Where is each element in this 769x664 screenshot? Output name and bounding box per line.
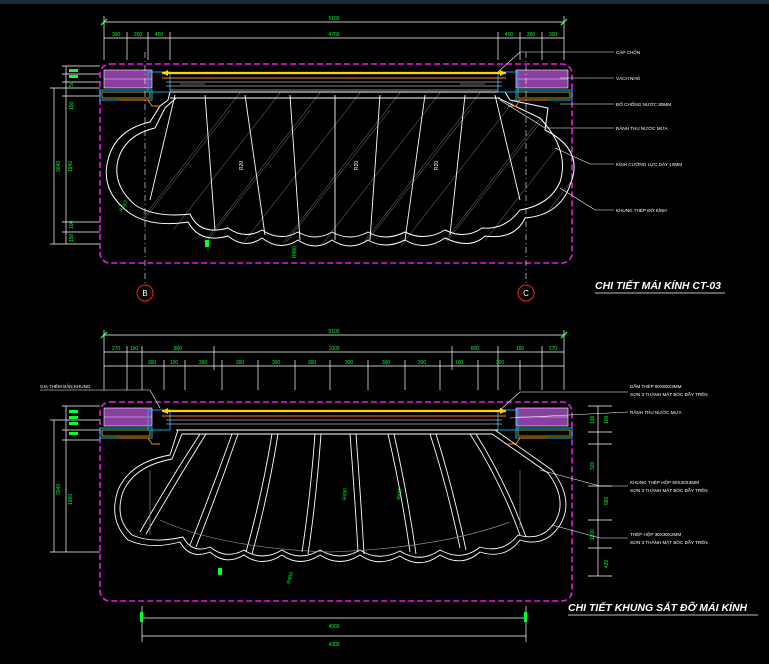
d2-dim-a5: 150	[516, 346, 525, 352]
d1-radius-label-1: R457	[119, 199, 130, 213]
detail2-drawing: 5100 270 150 800 1000 800 150 270 300 10…	[40, 329, 758, 648]
d2-arc-label-b: R450	[342, 488, 348, 500]
detail2-frame-inner	[119, 433, 561, 558]
d2-v-total: 3040	[56, 484, 62, 495]
d2-dim-b9: 300	[418, 360, 427, 366]
detail1-drawing: 5100 300 200 400 4700 400 200 300 50 150	[50, 16, 725, 302]
d2-dim-a4: 800	[471, 346, 480, 352]
d2-r5: 1100	[590, 529, 596, 540]
detail1-right-wall-block	[497, 69, 573, 107]
grid-label-c: C	[523, 289, 529, 298]
detail2-left-dims: 3040 1960	[50, 405, 100, 553]
d2-bottom-2: 4300	[328, 642, 339, 648]
grid-bubble-c	[517, 284, 535, 302]
detail2-left-wall-block	[99, 407, 171, 445]
d1-ann-5: KÍNH CƯỜNG LỰC DÀY 10MM	[616, 161, 682, 167]
d2-ann-r4b: SƠN 3 THÀNH MẶT BÓC ĐẦY TRÊN	[630, 538, 708, 545]
d1-glass-label-a: R20	[239, 161, 245, 170]
d2-total-dim: 5100	[328, 329, 339, 335]
detail2-bottom-dims: 4000 4300	[140, 606, 527, 648]
detail2-ribs	[139, 433, 527, 555]
d2-ann-r3b: SƠN 3 THÀNH MẶT BÓC ĐẦY TRÊN	[630, 486, 708, 493]
d2-v-main: 1960	[68, 494, 74, 505]
d2-dim-b4: 300	[236, 360, 245, 366]
d2-dim-a1: 270	[112, 346, 121, 352]
detail1-scallop-inner	[116, 97, 563, 238]
detail1-top-dims: 5100 300 200 400 4700 400 200 300	[100, 16, 568, 60]
d2-ann-r3a: KHUNG THÉP HỘP 60X30X3MM	[630, 479, 699, 485]
d2-ann-r4a: THÉP HỘP 30X30X2MM	[630, 531, 681, 537]
d1-radius-label-2: R460	[292, 246, 298, 258]
d1-v2: 150	[69, 101, 75, 110]
detail1-boundary	[99, 63, 573, 264]
d2-r3: 320	[590, 461, 596, 470]
d1-v-total: 3040	[56, 161, 62, 172]
d1-ann-3: ĐỒ CHỐNG NƯỚC 80MM	[616, 101, 671, 107]
d2-ann-left: GIA THÊM BẢN KHUNG	[40, 382, 91, 389]
detail2-leaders	[40, 389, 629, 539]
detail2-top-rail	[162, 408, 506, 425]
detail1-radial-frame	[149, 94, 521, 241]
grid-label-b: B	[142, 289, 147, 298]
d1-dim-main: 4700	[328, 32, 339, 38]
d2-arc-label-a: R400	[286, 571, 295, 584]
detail2-top-dims: 5100 270 150 800 1000 800 150 270 300 10…	[100, 329, 568, 390]
d2-dim-b11: 300	[496, 360, 505, 366]
d1-ann-4: RÃNH THU NƯỚC MƯA	[616, 125, 668, 131]
d1-v1: 50	[69, 81, 75, 87]
d2-dim-b8: 300	[382, 360, 391, 366]
d2-dim-a3: 800	[174, 346, 183, 352]
detail2-frame-outer	[114, 429, 567, 564]
d2-dim-b3: 300	[199, 360, 208, 366]
detail1-scallop-outline	[105, 91, 575, 247]
d2-r6: 420	[604, 559, 610, 568]
d1-ann-1: CẶP CHỐN	[616, 49, 640, 55]
d2-dim-b6: 300	[308, 360, 317, 366]
d2-ann-r2: RÃNH THU NƯỚC MƯA	[630, 409, 682, 415]
d1-v5: 150	[69, 233, 75, 242]
detail1-glass-hatch	[109, 92, 575, 246]
detail1-left-dims: 50 150 3040 1940 100 150	[50, 65, 100, 245]
d2-dim-mid: 1000	[328, 346, 339, 352]
d2-ann-r1a: DẦM THÉP 60X60X3MM	[630, 383, 682, 389]
top-window-bar	[0, 0, 769, 4]
d2-ann-r1b: SƠN 3 THÀNH MẶT BÓC ĐẦY TRÊN	[630, 390, 708, 397]
d1-v4: 100	[69, 220, 75, 229]
d1-dim-d: 400	[505, 32, 514, 38]
detail1-top-rail	[162, 70, 506, 91]
detail1-leaders	[497, 51, 614, 211]
detail2-boundary	[99, 401, 573, 602]
d2-dim-b10: 100	[455, 360, 464, 366]
d1-dim-f: 300	[549, 32, 558, 38]
d2-dim-b2: 100	[170, 360, 179, 366]
detail2-right-dims: 100 100 320 580 1100 420	[588, 405, 612, 577]
d2-dim-b5: 300	[272, 360, 281, 366]
d1-ann-6: KHUNG THÉP ĐỠ KÍNH	[616, 207, 667, 213]
d1-v-main: 1940	[68, 161, 74, 172]
d2-dim-a2: 150	[130, 346, 139, 352]
d1-glass-label-b: R20	[354, 161, 360, 170]
grid-bubble-b	[136, 284, 154, 302]
d2-bottom-1: 4000	[328, 624, 339, 630]
d1-glass-label-c: R20	[434, 161, 440, 170]
d1-dim-a: 300	[112, 32, 121, 38]
d2-arc-label-c: R457	[396, 487, 404, 500]
detail2-right-wall-block	[497, 407, 573, 445]
d1-dim-b: 200	[134, 32, 143, 38]
detail2-inner-frame	[149, 470, 521, 553]
d2-r1: 100	[604, 415, 610, 424]
d2-dim-b7: 300	[345, 360, 354, 366]
d1-dim-c: 400	[155, 32, 164, 38]
d2-r4: 580	[604, 496, 610, 505]
d1-dim-e: 200	[527, 32, 536, 38]
d2-r2: 100	[590, 415, 596, 424]
detail2-title: CHI TIẾT KHUNG SẮT ĐỠ MÁI KÍNH	[568, 601, 748, 614]
d2-dim-b1: 300	[148, 360, 157, 366]
d2-dim-a6: 270	[549, 346, 558, 352]
detail1-title: CHI TIẾT MÁI KÍNH CT-03	[595, 279, 721, 292]
d1-ann-2: VÁCH NHỎ	[616, 75, 641, 81]
detail1-left-wall-block	[99, 69, 171, 107]
d1-total-dim: 5100	[328, 16, 339, 22]
